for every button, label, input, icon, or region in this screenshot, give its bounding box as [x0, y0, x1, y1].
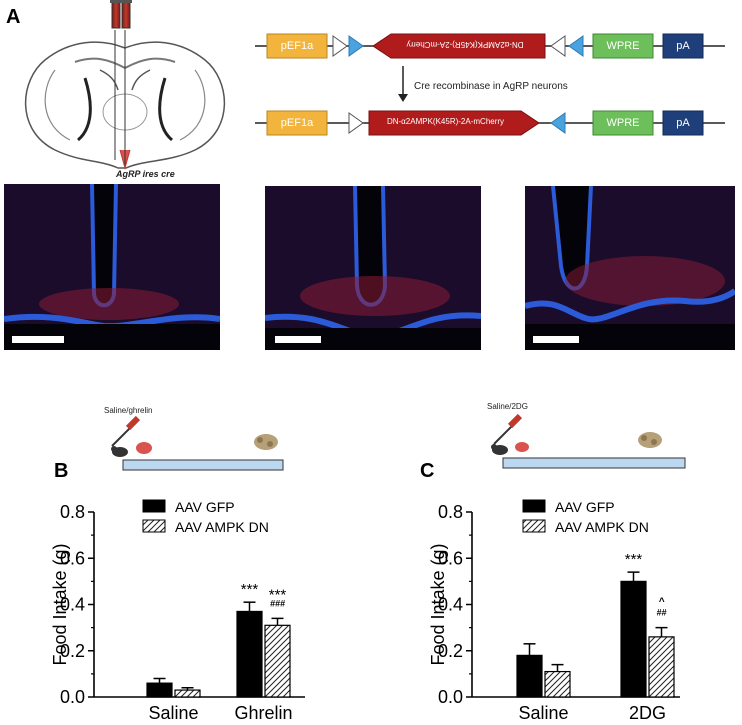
significance-annotation: ### [270, 598, 285, 608]
y-tick-label: 0.0 [438, 687, 463, 707]
schematic-c-label: Saline/2DG [487, 402, 528, 411]
y-tick-label: 0.4 [438, 595, 463, 615]
y-tick-label: 0.6 [438, 548, 463, 568]
food-pellets-icon [254, 434, 278, 450]
scale-bar-left [12, 336, 64, 343]
panel-a-letter: A [6, 6, 21, 28]
legend-label: AAV AMPK DN [555, 519, 649, 535]
significance-annotation: ## [656, 608, 666, 618]
bar-ampk-dn-saline [174, 689, 201, 698]
micrograph-right [525, 186, 735, 350]
timeline-bar [122, 459, 284, 471]
y-tick-label: 0.8 [60, 502, 85, 522]
x-tick-label: 2DG [629, 703, 666, 723]
y-tick-label: 0.4 [60, 595, 85, 615]
y-tick-label: 0.2 [438, 641, 463, 661]
injection-site-icon [515, 442, 529, 452]
viral-construct-diagram [255, 33, 725, 136]
x-tick-label: Saline [148, 703, 198, 723]
top-promoter-label: pEF1a [280, 40, 314, 52]
bar-gfp-2dg [620, 580, 647, 698]
legend-label: AAV GFP [555, 499, 615, 515]
significance-annotation: ^ [659, 597, 665, 608]
bottom-insert-label: DN-α2AMPK(K45R)-2A-mCherry [386, 117, 505, 126]
significance-annotation: *** [269, 586, 287, 603]
brain-section-schematic [24, 0, 226, 170]
micrograph-middle [265, 186, 481, 350]
top-wpre-label: WPRE [606, 40, 640, 52]
significance-annotation: *** [625, 551, 643, 568]
scale-bar-right [533, 336, 579, 343]
mouse-icon [111, 446, 128, 457]
agrp-ires-cre-label: AgRP ires cre [116, 169, 175, 179]
bar-gfp-saline [516, 654, 543, 698]
schematic-b-label: Saline/ghrelin [104, 406, 153, 415]
panel-c-letter: C [420, 460, 435, 482]
bar-ampk-dn-2dg [648, 636, 675, 698]
injection-site-icon [136, 442, 152, 454]
scale-bar-middle [275, 336, 321, 343]
bar-gfp-saline [146, 682, 173, 698]
y-tick-label: 0.2 [60, 641, 85, 661]
top-insert-label-inverted: DN-α2AMPK(K45R)-2A-mCherry [406, 40, 524, 49]
syringe-icon [111, 415, 141, 447]
y-axis-label: Food Intake (g) [428, 543, 448, 665]
legend-label: AAV GFP [175, 499, 235, 515]
syringe-icon [493, 413, 523, 445]
micrograph-left [4, 184, 220, 350]
y-tick-label: 0.6 [60, 548, 85, 568]
bottom-promoter-label: pEF1a [280, 117, 314, 129]
y-tick-label: 0.8 [438, 502, 463, 522]
x-tick-label: Saline [518, 703, 568, 723]
food-pellets-icon [638, 432, 662, 448]
top-pa-label: pA [676, 40, 690, 52]
bar-ampk-dn-saline [544, 670, 571, 698]
significance-annotation: *** [241, 581, 259, 598]
cre-recombinase-label: Cre recombinase in AgRP neurons [414, 81, 568, 92]
y-tick-label: 0.0 [60, 687, 85, 707]
schematic-b-drawing [111, 415, 284, 471]
timeline-bar [502, 457, 686, 469]
bottom-pa-label: pA [676, 117, 690, 129]
panel-b-letter: B [54, 460, 69, 482]
mouse-icon [491, 444, 508, 455]
schematic-c-drawing [491, 413, 686, 469]
y-axis-label: Food Intake (g) [50, 543, 70, 665]
legend-label: AAV AMPK DN [175, 519, 269, 535]
legend-swatch [522, 499, 546, 513]
legend-swatch [522, 519, 546, 533]
bar-ampk-dn-ghrelin [264, 624, 291, 698]
bar-gfp-ghrelin [236, 610, 263, 698]
legend-swatch [142, 499, 166, 513]
bottom-wpre-label: WPRE [606, 117, 640, 129]
legend-swatch [142, 519, 166, 533]
x-tick-label: Ghrelin [234, 703, 292, 723]
